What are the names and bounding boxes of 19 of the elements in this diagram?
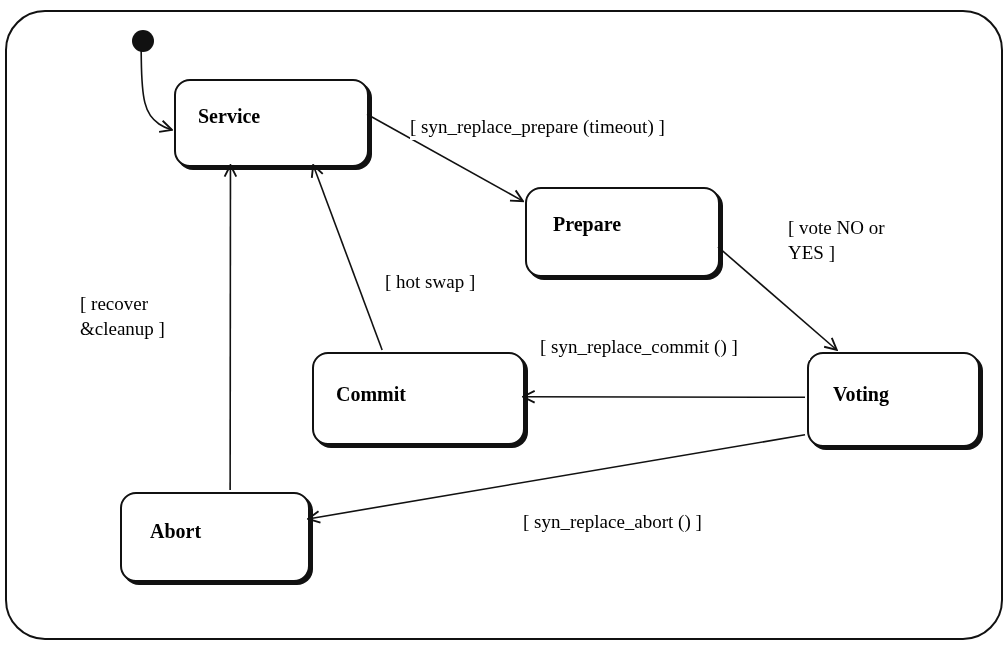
state-name: Commit: [336, 383, 406, 406]
transition-arrow: [522, 390, 806, 404]
state-name: Service: [198, 105, 261, 128]
transition-arrow: [310, 164, 383, 351]
composite-state-frame: [5, 10, 1003, 640]
state-box: [525, 187, 720, 277]
transition-arrow: [366, 113, 524, 203]
state-box: [312, 352, 525, 445]
state-name: Voting: [833, 383, 889, 406]
state-box: [174, 79, 369, 167]
transition-arrow: [717, 246, 838, 351]
state-name: Abort: [150, 520, 202, 543]
state-box: [807, 352, 980, 447]
transition-arrow: [307, 434, 806, 524]
transition-arrow: [223, 164, 238, 491]
initial-state-dot: [132, 30, 154, 52]
transition-arrow: [140, 49, 173, 133]
state-box: [120, 492, 310, 582]
state-name: Prepare: [553, 213, 622, 236]
